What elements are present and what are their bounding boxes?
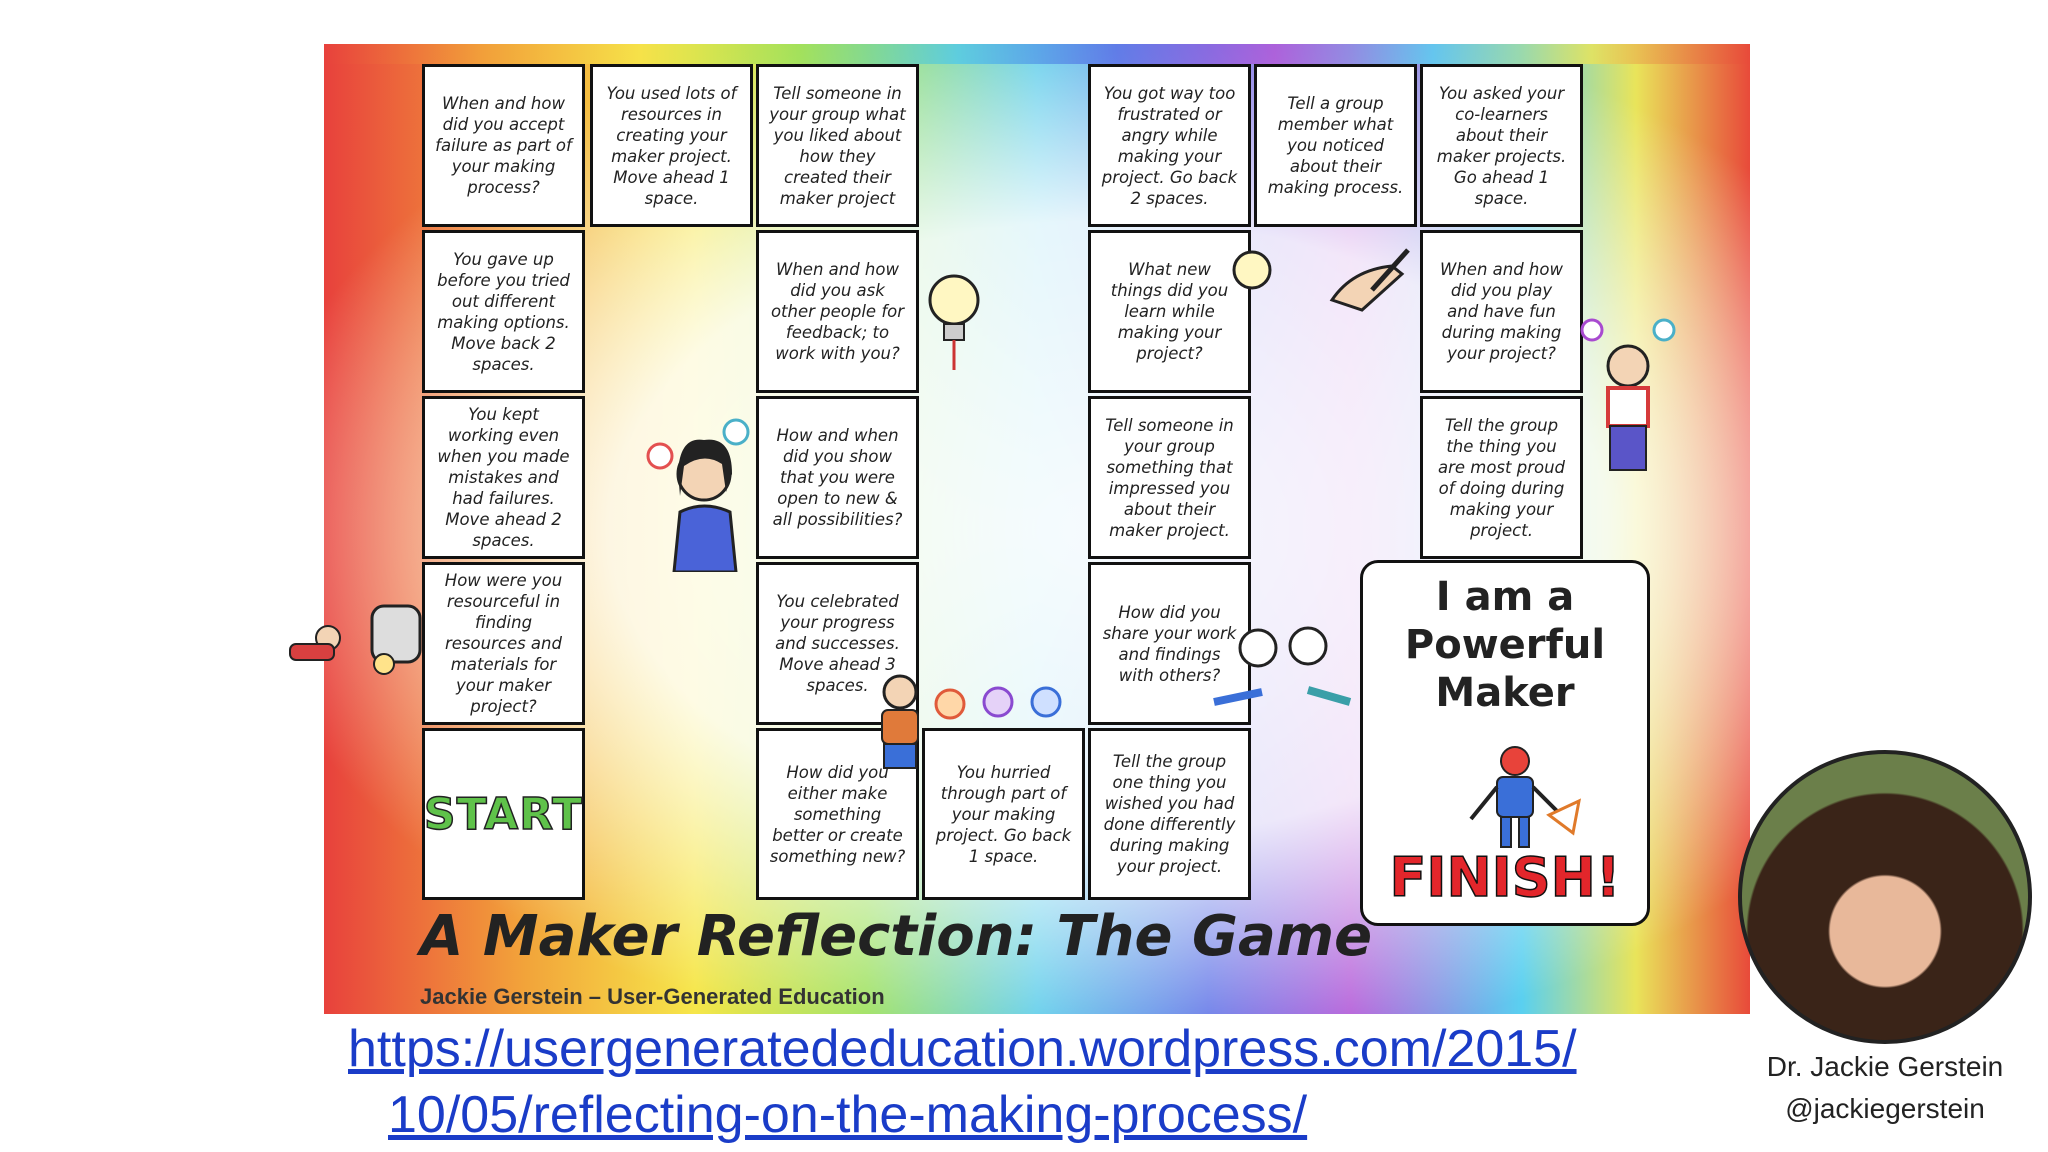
- square-make-better: How did you either make something better…: [756, 728, 919, 900]
- presenter-handle: @jackiegerstein: [1785, 1093, 1985, 1124]
- square-noticed-process: Tell a group member what you noticed abo…: [1254, 64, 1417, 227]
- blog-link[interactable]: https://usergeneratededucation.wordpress…: [348, 1020, 1577, 1144]
- square-open-possibilities: How and when did you show that you were …: [756, 396, 919, 559]
- presenter-caption: Dr. Jackie Gerstein @jackiegerstein: [1732, 1046, 2038, 1130]
- presenter-photo: [1738, 750, 2032, 1044]
- game-author: Jackie Gerstein – User-Generated Educati…: [420, 984, 885, 1009]
- lightbulb-icon: [928, 274, 980, 370]
- start-label: START: [423, 788, 584, 840]
- square-play-fun: When and how did you play and have fun d…: [1420, 230, 1583, 393]
- square-used-resources: You used lots of resources in creating y…: [590, 64, 753, 227]
- juggling-boy-icon: [1580, 318, 1676, 471]
- square-hurried: You hurried through part of your making …: [922, 728, 1085, 900]
- lightbulbs-row-icon: [934, 686, 1062, 720]
- square-celebrated: You celebrated your progress and success…: [756, 562, 919, 725]
- rainbow-strip: [324, 44, 1750, 64]
- finish-heading: I am a Powerful Maker: [1404, 574, 1606, 716]
- presenter-name: Dr. Jackie Gerstein: [1766, 1051, 2004, 1082]
- square-start: START: [422, 728, 585, 900]
- square-most-proud: Tell the group the thing you are most pr…: [1420, 396, 1583, 559]
- square-ask-feedback: When and how did you ask other people fo…: [756, 230, 919, 393]
- square-resourceful: How were you resourceful in finding reso…: [422, 562, 585, 725]
- maker-figure-icon: [1469, 746, 1582, 848]
- boy-figure-icon: [881, 674, 919, 769]
- maker-girl-icon: [646, 418, 750, 572]
- game-title: A Maker Reflection: The Game: [420, 904, 1373, 969]
- square-learn-new: What new things did you learn while maki…: [1088, 230, 1251, 393]
- square-accept-failure: When and how did you accept failure as p…: [422, 64, 585, 227]
- square-asked-colearners: You asked your co-learners about their m…: [1420, 64, 1583, 227]
- crawling-child-icon: [289, 604, 422, 675]
- sharing-hands-icon: [1213, 626, 1352, 706]
- square-frustrated: You got way too frustrated or angry whil…: [1088, 64, 1251, 227]
- finish-box: I am a Powerful Maker FINISH!: [1360, 560, 1650, 926]
- square-impressed: Tell someone in your group something tha…: [1088, 396, 1251, 559]
- drawing-hand-icon: [1232, 248, 1410, 312]
- square-gave-up: You gave up before you tried out differe…: [422, 230, 585, 393]
- square-wished-differently: Tell the group one thing you wished you …: [1088, 728, 1251, 900]
- square-kept-working: You kept working even when you made mist…: [422, 396, 585, 559]
- finish-label: FINISH!: [1389, 845, 1621, 910]
- square-tell-liked: Tell someone in your group what you like…: [756, 64, 919, 227]
